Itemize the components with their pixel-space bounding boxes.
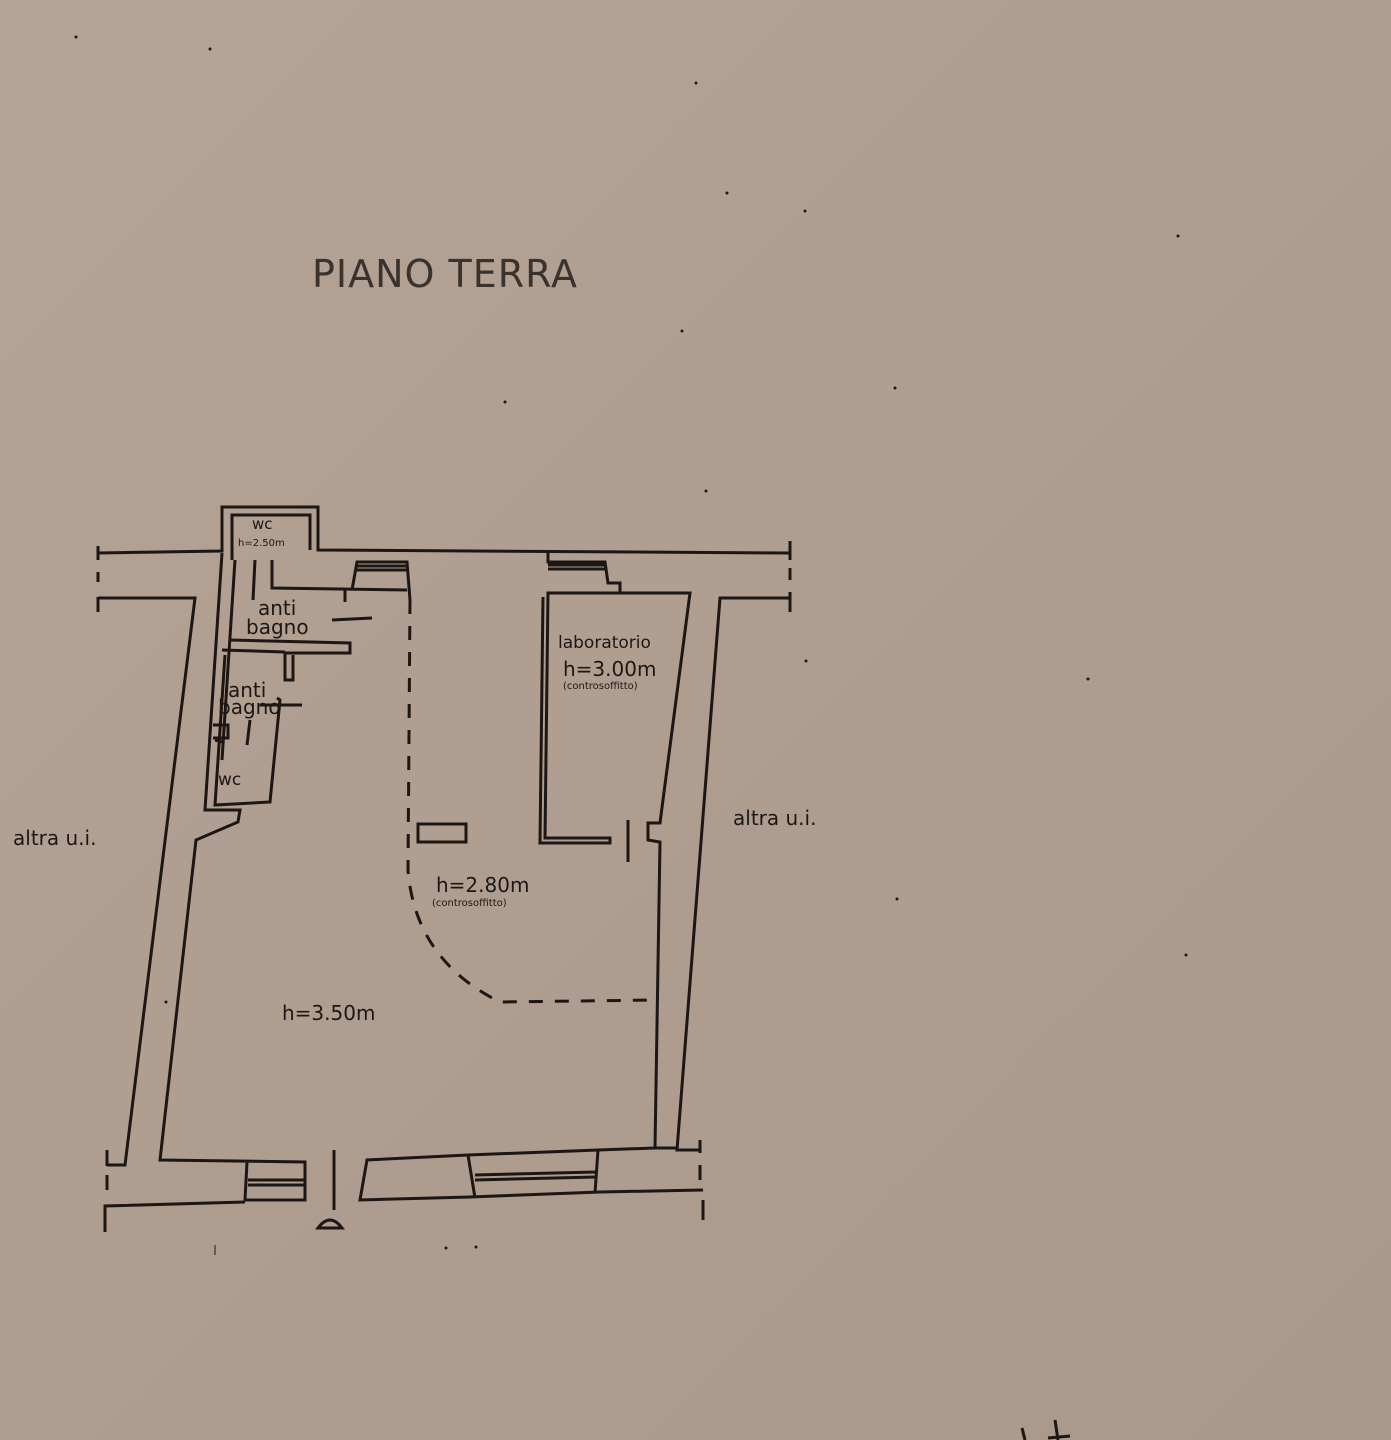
front-wall: [248, 1146, 704, 1230]
neighbor-left-label: altra u.i.: [13, 826, 97, 850]
wc-lower-label: wc: [218, 770, 242, 790]
back-wall: [96, 505, 792, 612]
wc-lower-walls: [213, 654, 302, 807]
ceiling-area-note: (controsoffitto): [432, 898, 507, 909]
antibagno-lower-label-2: bagno: [218, 695, 281, 719]
ceiling-area-height: h=2.80m: [436, 873, 530, 897]
window-top-left: [350, 560, 412, 601]
ceiling-boundary-dashed: [406, 599, 656, 1004]
laboratorio-label: laboratorio: [558, 633, 651, 653]
stray-marks: [1020, 1419, 1071, 1440]
wc-top-walls: [220, 513, 312, 761]
right-wall: [675, 596, 790, 1220]
plan-title: PIANO TERRA: [312, 252, 579, 296]
antibagno-top-label-2: bagno: [246, 615, 309, 639]
antibagno-top-walls: [221, 559, 408, 682]
wc-top-label: wc: [252, 515, 273, 533]
laboratorio-walls: [538, 553, 692, 1150]
left-wall: [98, 552, 307, 1232]
laboratorio-note: (controsoffitto): [563, 681, 638, 692]
laboratorio-height: h=3.00m: [563, 657, 657, 681]
scan-specks: [74, 35, 1188, 1255]
wc-top-height: h=2.50m: [238, 538, 285, 549]
antibagno-top-label-1: anti: [258, 596, 297, 620]
neighbor-right-label: altra u.i.: [733, 806, 817, 830]
main-area-height: h=3.50m: [282, 1001, 376, 1025]
antibagno-lower-label-1: anti: [228, 678, 267, 702]
fixture-rect: [416, 822, 468, 844]
